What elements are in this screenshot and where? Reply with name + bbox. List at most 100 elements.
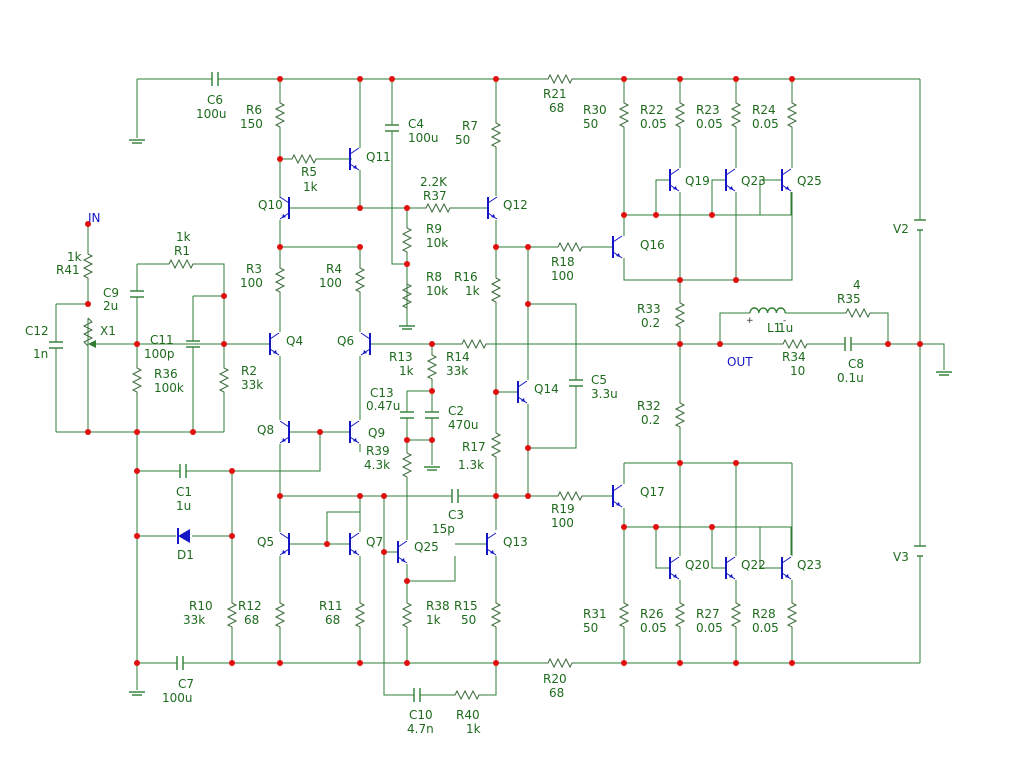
- component-label: 33k: [183, 613, 205, 627]
- component-label: L1: [767, 321, 781, 335]
- d1-diode: [177, 528, 190, 544]
- junction-dot: [677, 277, 683, 283]
- component-label: R15: [454, 599, 478, 613]
- wire: [680, 192, 793, 281]
- junction-dot: [404, 261, 410, 267]
- junction-dot: [277, 660, 283, 666]
- r15-resistor: [490, 600, 502, 630]
- component-label: R14: [446, 350, 470, 364]
- component-label: R28: [752, 607, 776, 621]
- junction-dot: [277, 156, 283, 162]
- component-label: 1k: [426, 613, 441, 627]
- junction-dot: [653, 212, 659, 218]
- component-label: R12: [238, 599, 262, 613]
- junction-dot: [190, 429, 196, 435]
- junction-dot: [229, 533, 235, 539]
- component-label: R7: [462, 119, 478, 133]
- component-label: 10k: [426, 284, 448, 298]
- component-label: Q14: [534, 382, 559, 396]
- r37-resistor: [423, 202, 453, 214]
- component-label: R18: [551, 255, 575, 269]
- wire: [528, 390, 577, 449]
- component-label: Q7: [366, 535, 383, 549]
- component-label: 1k: [465, 284, 480, 298]
- wire: [759, 179, 782, 215]
- component-label: R2: [241, 364, 257, 378]
- r11-resistor: [354, 600, 366, 630]
- junction-dot: [733, 277, 739, 283]
- component-label: Q5: [257, 535, 274, 549]
- component-label: R5: [301, 165, 317, 179]
- component-label: Q25: [797, 174, 822, 188]
- junction-dot: [134, 341, 140, 347]
- r21-resistor: [545, 73, 575, 85]
- c10-capacitor: [410, 688, 424, 702]
- component-label: Q20: [685, 558, 710, 572]
- component-label: 100u: [162, 691, 193, 705]
- component-label: R40: [456, 708, 480, 722]
- component-label: 0.2: [641, 316, 660, 330]
- component-label: R34: [782, 350, 806, 364]
- component-label: R8: [426, 270, 442, 284]
- component-label: C13: [370, 386, 394, 400]
- l1-inductor: [749, 307, 786, 314]
- component-label: R10: [189, 599, 213, 613]
- junction-dot: [381, 493, 387, 499]
- junction-dot: [85, 301, 91, 307]
- component-label: R3: [246, 262, 262, 276]
- junction-dot: [493, 389, 499, 395]
- q15-transistor: [612, 235, 623, 259]
- junction-dot: [493, 76, 499, 82]
- component-label: 2.2K: [420, 175, 448, 189]
- component-label: 1k: [303, 180, 318, 194]
- component-label: 68: [325, 613, 340, 627]
- component-label: Q10: [258, 198, 283, 212]
- junction-dot: [277, 493, 283, 499]
- component-label: D1: [177, 548, 194, 562]
- c4-capacitor: [385, 121, 399, 135]
- component-label: Q8: [257, 423, 274, 437]
- q11-transistor: [279, 196, 290, 220]
- junction-dot: [357, 493, 363, 499]
- wires: [55, 78, 945, 696]
- r28-resistor: [786, 600, 798, 630]
- junction-dot: [709, 524, 715, 530]
- component-label: C3: [448, 508, 464, 522]
- c11-capacitor: [186, 336, 200, 352]
- component-label: 33k: [241, 378, 263, 392]
- component-label: R33: [637, 302, 661, 316]
- component-label: 1.3k: [458, 458, 484, 472]
- component-label: X1: [100, 324, 116, 338]
- component-label: Q23: [741, 174, 766, 188]
- junction-dot: [493, 493, 499, 499]
- component-label: R1: [174, 244, 190, 258]
- c1-capacitor: [176, 464, 190, 478]
- wire: [920, 343, 945, 370]
- component-label: R37: [423, 189, 447, 203]
- component-label: R32: [637, 399, 661, 413]
- junction-dot: [621, 524, 627, 530]
- r13-resistor: [426, 352, 438, 382]
- r8-resistor: [401, 280, 413, 312]
- component-label: 1k: [399, 364, 414, 378]
- q22-transistor: [725, 168, 736, 192]
- junction-dot: [221, 293, 227, 299]
- junction-dot: [733, 76, 739, 82]
- component-label: R9: [426, 222, 442, 236]
- junction-dot: [733, 460, 739, 466]
- component-label: 50: [583, 621, 598, 635]
- component-label: Q12: [503, 198, 528, 212]
- component-label: C10: [409, 708, 433, 722]
- junction-dot: [229, 660, 235, 666]
- wire: [711, 179, 726, 215]
- component-label: 3.3u: [591, 387, 618, 401]
- component-label: Q13: [503, 535, 528, 549]
- c6-capacitor: [208, 72, 222, 86]
- q17-transistor: [669, 168, 680, 192]
- wire: [383, 552, 410, 696]
- junction-dot: [85, 429, 91, 435]
- q16-transistor: [612, 484, 623, 508]
- junction-dot: [653, 524, 659, 530]
- component-label: V3: [893, 550, 909, 564]
